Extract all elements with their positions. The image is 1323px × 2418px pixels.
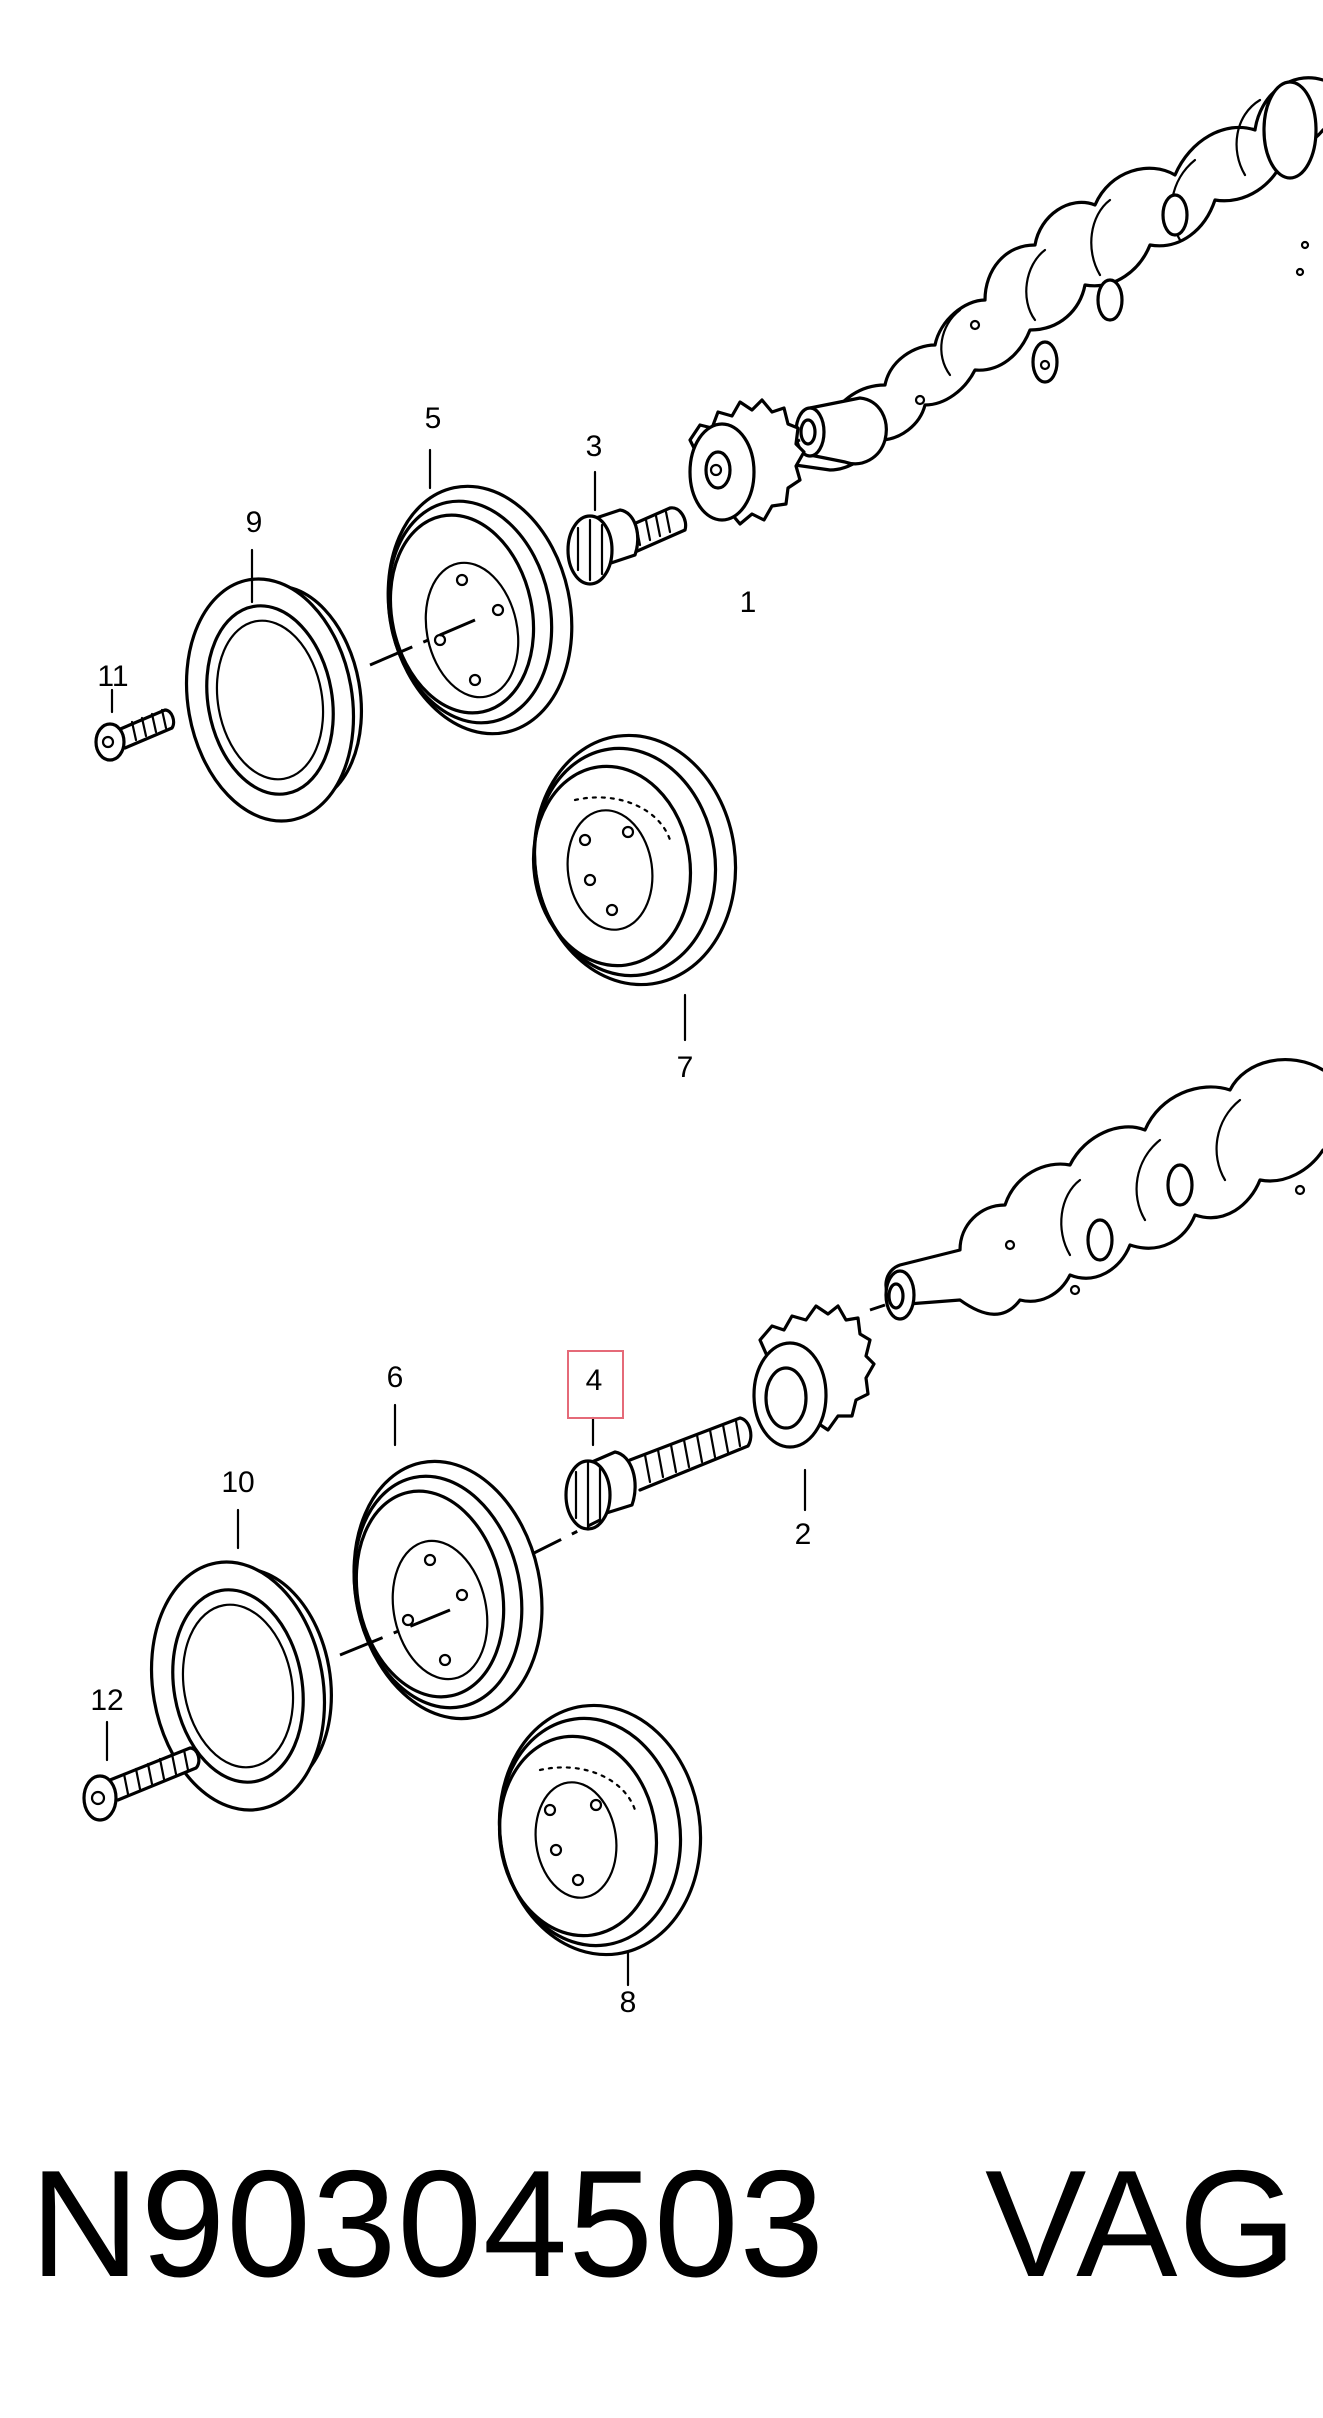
callout-9: 9 [245, 506, 263, 539]
callout-1: 1 [739, 586, 757, 619]
pulley-8 [497, 1703, 703, 1987]
bolt-4 [519, 1416, 753, 1562]
bolt-3 [566, 470, 688, 586]
bolt-11 [94, 688, 176, 762]
crankshaft-lower [869, 1058, 1323, 1321]
brand-name: VAG [985, 2139, 1298, 2309]
sprocket-1 [688, 398, 806, 526]
sprocket-2 [599, 1304, 876, 1512]
bolt-12 [82, 1720, 201, 1822]
callout-3: 3 [585, 430, 603, 463]
pulley-5 [369, 448, 574, 736]
callout-8: 8 [619, 1986, 637, 2019]
lower-assembly [82, 1058, 1323, 1987]
pulley-6 [339, 1403, 544, 1721]
callout-2: 2 [794, 1518, 812, 1551]
part-number: N90304503 [30, 2139, 826, 2309]
upper-assembly [94, 76, 1323, 1042]
callout-6: 6 [386, 1361, 404, 1394]
crankshaft-upper [699, 76, 1323, 480]
callout-5: 5 [424, 402, 442, 435]
pulley-7 [531, 733, 738, 1042]
hub-9 [184, 548, 364, 823]
callout-7: 7 [676, 1051, 694, 1084]
callout-4: 4 [585, 1364, 603, 1397]
callout-11: 11 [97, 660, 129, 693]
callout-12: 12 [90, 1684, 124, 1717]
callout-10: 10 [221, 1466, 255, 1499]
highlight-box[interactable] [567, 1350, 624, 1419]
